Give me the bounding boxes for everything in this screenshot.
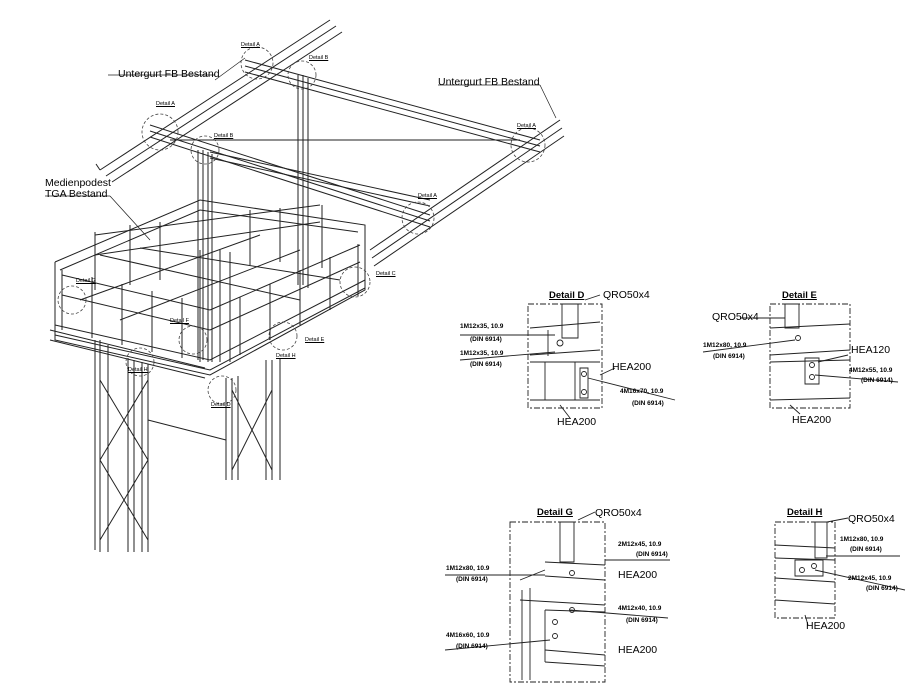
callout-detail-f: Detail F [170, 318, 189, 324]
detail-h-bolt1-spec: 1M12x80, 10.9 [840, 536, 884, 543]
detail-d-bolt1-din: (DIN 6914) [470, 336, 502, 343]
detail-g-title: Detail G [537, 507, 573, 518]
detail-g-bolt2-spec: 1M12x80, 10.9 [446, 565, 490, 572]
detail-d-title: Detail D [549, 290, 585, 301]
detail-g-bolt4-din: (DIN 6914) [456, 643, 488, 650]
detail-circles [57, 46, 546, 405]
callout-detail-a-2: Detail A [156, 101, 175, 107]
detail-e-title: Detail E [782, 290, 817, 301]
detail-d-profile-bottom: HEA200 [557, 416, 597, 428]
callout-detail-a-3: Detail A [517, 123, 536, 129]
detail-e-profile-top: QRO50x4 [712, 311, 759, 323]
callout-detail-e: Detail E [305, 337, 325, 343]
label-untergurt-right: Untergurt FB Bestand [438, 76, 540, 88]
detail-e-bolt2-din: (DIN 6914) [861, 377, 893, 384]
detail-d-profile-right: HEA200 [612, 361, 652, 373]
detail-d-profile-top: QRO50x4 [603, 289, 650, 301]
detail-d-bolt2-spec: 1M12x35, 10.9 [460, 350, 504, 357]
detail-d-bolt2-din: (DIN 6914) [470, 361, 502, 368]
platform [50, 200, 365, 378]
callout-detail-d: Detail D [211, 402, 231, 408]
detail-d-drawing [460, 295, 675, 418]
detail-d-bolt1-spec: 1M12x35, 10.9 [460, 323, 504, 330]
detail-g-profile-bottom: HEA200 [618, 644, 658, 656]
detail-h-profile-top: QRO50x4 [848, 513, 895, 525]
leader-lines [45, 58, 556, 240]
callout-detail-h-1: Detail H [276, 353, 296, 359]
label-tga-bestand: TGA Bestand [45, 188, 108, 200]
label-medienpodest: Medienpodest [45, 177, 111, 189]
detail-h-bolt2-din: (DIN 6914) [866, 585, 898, 592]
detail-h-bolt2-spec: 2M12x45, 10.9 [848, 575, 892, 582]
callout-detail-g: Detail G [76, 278, 96, 284]
callout-detail-b-1: Detail B [309, 55, 329, 61]
detail-g-bolt1-din: (DIN 6914) [636, 551, 668, 558]
detail-e-profile-right: HEA120 [851, 344, 891, 356]
callout-detail-a-4: Detail A [418, 193, 437, 199]
detail-g-bolt2-din: (DIN 6914) [456, 576, 488, 583]
detail-d-bolt3-spec: 4M16x70, 10.9 [620, 388, 664, 395]
detail-e-profile-bottom: HEA200 [792, 414, 832, 426]
columns [95, 75, 308, 552]
detail-h-profile-bottom: HEA200 [806, 620, 846, 632]
detail-e-bolt2-spec: 4M12x55, 10.9 [849, 367, 893, 374]
callout-detail-b-2: Detail B [214, 133, 234, 139]
detail-h-drawing [775, 518, 905, 625]
detail-e-bolt1-spec: 1M12x80, 10.9 [703, 342, 747, 349]
detail-g-profile-top: QRO50x4 [595, 507, 642, 519]
detail-g-bolt1-spec: 2M12x45, 10.9 [618, 541, 662, 548]
existing-beams [96, 20, 564, 266]
detail-h-bolt1-din: (DIN 6914) [850, 546, 882, 553]
detail-g-bolt3-din: (DIN 6914) [626, 617, 658, 624]
detail-g-bolt3-spec: 4M12x40, 10.9 [618, 605, 662, 612]
detail-e-bolt1-din: (DIN 6914) [713, 353, 745, 360]
detail-h-title: Detail H [787, 507, 823, 518]
callout-detail-h-2: Detail H [128, 367, 148, 373]
callout-detail-c: Detail C [376, 271, 396, 277]
label-untergurt-left: Untergurt FB Bestand [118, 68, 220, 80]
detail-e-drawing [703, 304, 898, 414]
detail-g-drawing [445, 512, 670, 682]
detail-g-bolt4-spec: 4M16x60, 10.9 [446, 632, 490, 639]
detail-d-bolt3-din: (DIN 6914) [632, 400, 664, 407]
detail-g-profile-mid: HEA200 [618, 569, 658, 581]
callout-detail-a-1: Detail A [241, 42, 260, 48]
